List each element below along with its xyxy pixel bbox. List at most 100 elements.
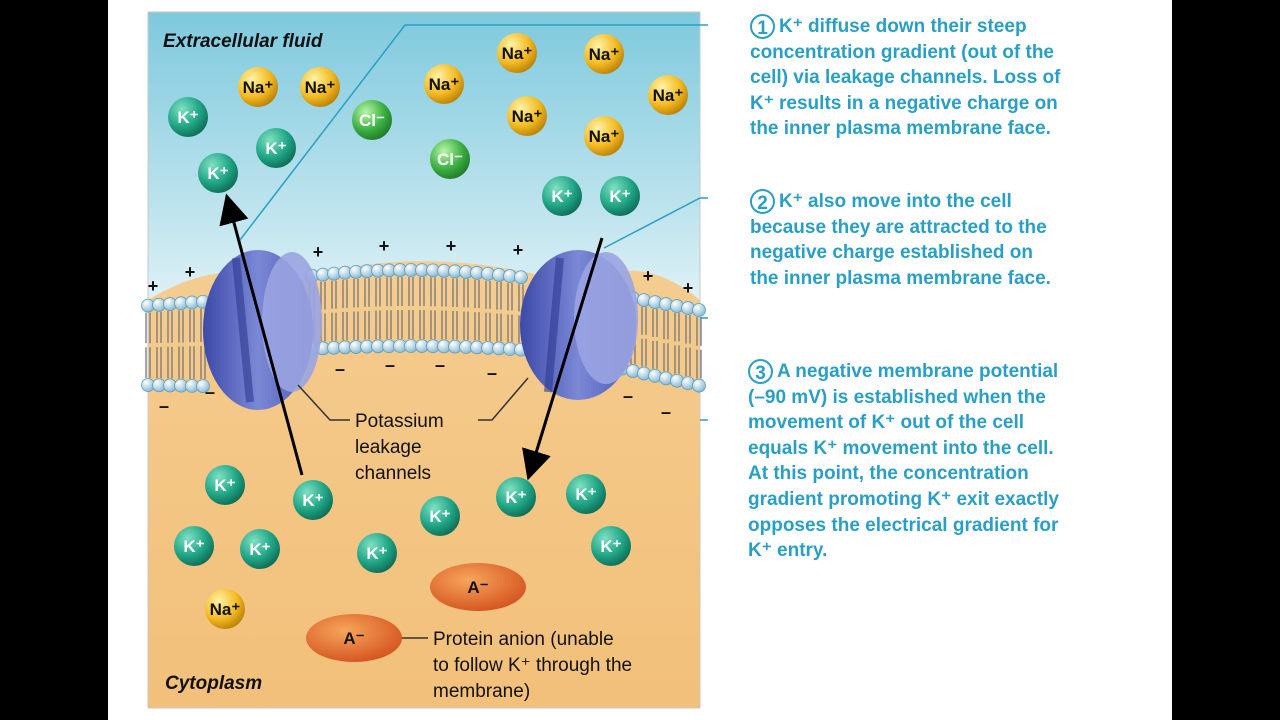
k-ion-ball [256, 128, 296, 168]
protein-anion: A⁻ [430, 563, 526, 611]
cl-ion-ball [352, 100, 392, 140]
potassium-channel-left [203, 250, 322, 410]
k-ion-ball [566, 474, 606, 514]
k-ion: K⁺ [205, 465, 245, 505]
k-ion-label: K⁺ [551, 187, 572, 206]
k-ion: K⁺ [420, 496, 460, 536]
k-influx-arrow [522, 237, 604, 481]
protein-anion-label: Protein anion (unable to follow K⁺ throu… [433, 629, 632, 702]
step-text-line: concentration gradient (out of the [750, 41, 1054, 63]
k-ion-ball [198, 153, 238, 193]
lipid-head [692, 378, 706, 393]
cytoplasm-label: Cytoplasm [165, 673, 262, 694]
k-ion-label: K⁺ [302, 491, 323, 510]
anion-label-line: Protein anion (unable [433, 629, 614, 650]
minus-charge: – [385, 355, 395, 375]
k-ion: K⁺ [174, 526, 214, 566]
k-ion: K⁺ [168, 97, 208, 137]
k-ion: K⁺ [293, 480, 333, 520]
k-ion: K⁺ [600, 176, 640, 216]
k-efflux-arrow [219, 193, 304, 476]
plus-charge: + [643, 266, 654, 286]
na-ion-ball [300, 67, 340, 107]
na-ion: Na⁺ [424, 64, 464, 104]
plus-charge: + [148, 276, 159, 296]
k-ion: K⁺ [240, 529, 280, 569]
step-text-line: At this point, the concentration [748, 463, 1029, 485]
minus-charge: – [205, 382, 215, 402]
k-ion: K⁺ [256, 128, 296, 168]
step-text-line: (–90 mV) is established when the [748, 386, 1046, 408]
lipid-head [514, 270, 528, 285]
k-ion: K⁺ [591, 526, 631, 566]
step-text-line: the inner plasma membrane face. [750, 267, 1051, 289]
minus-charge: – [159, 396, 169, 416]
na-ion: Na⁺ [584, 34, 624, 74]
na-ion-label: Na⁺ [210, 600, 241, 619]
na-ion-label: Na⁺ [502, 44, 533, 63]
minus-charge: – [335, 359, 345, 379]
k-ion-label: K⁺ [265, 139, 286, 158]
k-ion: K⁺ [357, 533, 397, 573]
na-ion: Na⁺ [497, 33, 537, 73]
plus-charge: + [683, 278, 694, 298]
k-ion-label: K⁺ [575, 485, 596, 504]
na-ion-ball [507, 96, 547, 136]
k-ion-label: K⁺ [600, 537, 621, 556]
potassium-channel-right [520, 250, 638, 400]
na-ion-label: Na⁺ [243, 78, 274, 97]
step-text-line: cell) via leakage channels. Loss of [750, 67, 1061, 89]
cl-ion-label: Cl⁻ [437, 150, 463, 169]
lipid-head [692, 303, 706, 317]
channel-label-line: leakage [355, 437, 422, 458]
plus-charge: + [513, 240, 524, 260]
step-text-line: K⁺ entry. [748, 540, 828, 562]
minus-charge: – [623, 386, 633, 406]
k-ion-label: K⁺ [505, 488, 526, 507]
protein-anion-symbol: A⁻ [343, 629, 364, 648]
na-ion-ball [584, 116, 624, 156]
step-3-number: 3 [748, 359, 773, 384]
k-ion-ball [240, 529, 280, 569]
step-text-line: because they are attracted to the [750, 216, 1047, 238]
na-ion-label: Na⁺ [589, 127, 620, 146]
k-ion: K⁺ [542, 176, 582, 216]
k-ion-label: K⁺ [429, 507, 450, 526]
na-ion: Na⁺ [300, 67, 340, 107]
step-leader-lines [239, 24, 708, 421]
k-ion-label: K⁺ [609, 187, 630, 206]
na-ion-label: Na⁺ [653, 86, 684, 105]
plus-charge: + [185, 262, 196, 282]
k-ion: K⁺ [566, 474, 606, 514]
channel-label-line: channels [355, 463, 431, 484]
membrane-diagram: ++++++++–––––––– K⁺K⁺K⁺K⁺K⁺K⁺K⁺K⁺K⁺K⁺K⁺K… [141, 11, 708, 709]
step-text-line: gradient promoting K⁺ exit exactly [748, 488, 1059, 510]
minus-charge: – [661, 402, 671, 422]
k-ion-ball [591, 526, 631, 566]
na-ion-ball [424, 64, 464, 104]
lipid-head [196, 379, 210, 394]
k-ion: K⁺ [496, 477, 536, 517]
na-ion-label: Na⁺ [305, 78, 336, 97]
na-ion-ball [648, 75, 688, 115]
potassium-channels-label: Potassium leakage channels [355, 411, 444, 484]
plus-charge: + [313, 242, 324, 262]
anion-label-line: to follow K⁺ through the [433, 655, 632, 676]
na-ion: Na⁺ [648, 75, 688, 115]
na-ion-label: Na⁺ [589, 45, 620, 64]
k-ion-ball [168, 97, 208, 137]
protein-anion-shape [430, 563, 526, 611]
k-ion-ball [542, 176, 582, 216]
step-text-line: K⁺ diffuse down their steep [779, 16, 1027, 37]
k-ion-label: K⁺ [249, 540, 270, 559]
k-ion-ball [205, 465, 245, 505]
na-ion: Na⁺ [205, 589, 245, 629]
cl-ion: Cl⁻ [430, 139, 470, 179]
na-ion-label: Na⁺ [429, 75, 460, 94]
step-text-line: negative charge established on [750, 242, 1033, 264]
step-text-line: equals K⁺ movement into the cell. [748, 437, 1054, 459]
step-text-line: A negative membrane potential [777, 361, 1059, 382]
na-ion-label: Na⁺ [512, 107, 543, 126]
